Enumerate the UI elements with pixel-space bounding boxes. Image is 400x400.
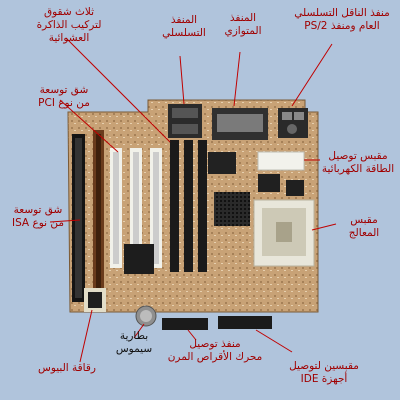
floppy-connector-shape (162, 318, 208, 330)
northbridge-heatsink (214, 192, 250, 226)
slot-brown (93, 130, 104, 300)
label-pci-slot: شق توسعة من نوع PCI (38, 84, 90, 109)
label-serial-bus-ps2: منفذ الناقل التسلسلي العام ومنفذ PS/2 (294, 7, 390, 32)
chip-2 (258, 174, 280, 192)
isa-slot (72, 134, 85, 302)
cpu-socket (253, 199, 315, 267)
pci-slots (110, 148, 162, 268)
label-serial-port: المنفذ التسلسلي (162, 14, 206, 39)
bios-chip-shape (84, 288, 106, 312)
usb-ps2-connector (278, 108, 308, 138)
label-cmos-battery: بطارية سيموس (115, 330, 153, 355)
parallel-port-connector (212, 108, 268, 140)
ide-connector-shape (218, 316, 272, 329)
label-memory-slots: ثلاث شقوق لتركيب الذاكرة العشوائية (36, 6, 102, 44)
chip-1 (208, 152, 236, 174)
label-isa-slot: شق توسعة من نوع ISA (11, 204, 65, 229)
serial-port-connector (168, 104, 202, 138)
label-cpu-socket: مقبس المعالج (348, 214, 380, 239)
label-bios-chip: رقاقة البيوس (38, 362, 96, 374)
chip-3 (286, 180, 304, 196)
memory-slots (170, 140, 207, 272)
leader-lines (49, 37, 337, 363)
label-ide-sockets: مقبسين لتوصيل أجهزة IDE (289, 360, 359, 385)
power-connector (257, 151, 305, 171)
label-parallel-port: المنفذ المتوازي (224, 12, 262, 37)
cmos-battery-shape (135, 305, 157, 327)
southbridge-chip (124, 244, 154, 274)
label-floppy-connector: منفذ توصيل محرك الأقراص المرن (167, 338, 263, 363)
label-power-socket: مقبس توصيل الطاقة الكهربائية (321, 150, 395, 175)
